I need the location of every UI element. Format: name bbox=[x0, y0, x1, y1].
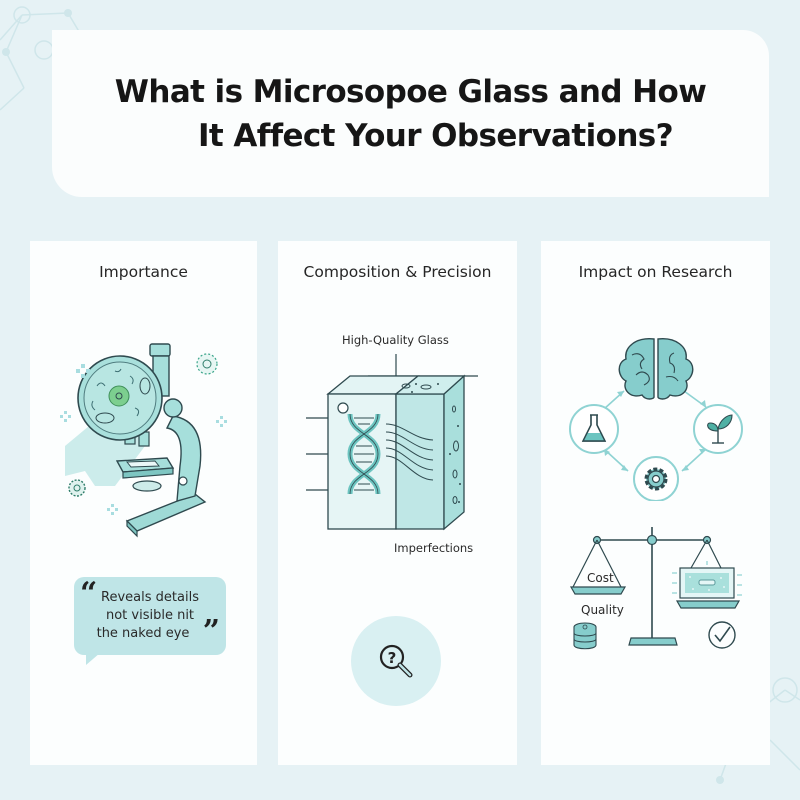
imperfections-label: Imperfections bbox=[394, 541, 474, 555]
quote-line-3: the naked eye bbox=[96, 626, 190, 641]
balance-scale-icon bbox=[569, 527, 742, 650]
brain-icon bbox=[618, 338, 694, 400]
impact-title: Impact on Research bbox=[578, 263, 733, 281]
magnifier-question-icon: ? bbox=[351, 616, 441, 706]
open-quote-icon: “ bbox=[80, 576, 98, 611]
quote-bubble: “ Reveals details not visible nit the na… bbox=[74, 577, 226, 655]
quote-line-2: not visible nit bbox=[105, 608, 195, 623]
checkmark-icon bbox=[708, 621, 736, 649]
plant-icon bbox=[707, 414, 733, 444]
page-title-line-2: It Affect Your Observations? bbox=[197, 117, 674, 154]
flask-icon bbox=[581, 414, 607, 442]
high-quality-glass-label: High-Quality Glass bbox=[342, 333, 449, 347]
cost-label: Cost bbox=[587, 571, 614, 585]
research-cycle-diagram bbox=[569, 338, 743, 501]
microscope-icon bbox=[60, 343, 227, 538]
magnifier-icon: ? bbox=[379, 644, 413, 678]
composition-card: Composition & Precision High-Quality Gla… bbox=[278, 241, 517, 765]
question-mark-glyph: ? bbox=[388, 649, 397, 667]
quote-bubble-tail bbox=[86, 653, 100, 665]
composition-title: Composition & Precision bbox=[303, 263, 492, 281]
flask-node bbox=[569, 404, 619, 454]
quality-label: Quality bbox=[581, 603, 624, 617]
quote-line-1: Reveals details bbox=[101, 590, 199, 605]
close-quote-icon: ” bbox=[202, 614, 220, 649]
page-title-line-1: What is Microsopoe Glass and How bbox=[114, 73, 707, 110]
title-card: What is Microsopoe Glass and How It Affe… bbox=[52, 30, 769, 197]
coin-stack-icon bbox=[573, 622, 597, 650]
importance-card: Importance bbox=[30, 241, 257, 765]
quote-text: Reveals details not visible nit the nake… bbox=[74, 589, 226, 643]
impact-card: Impact on Research bbox=[541, 241, 770, 765]
glass-block-diagram bbox=[306, 354, 478, 531]
importance-title: Importance bbox=[99, 263, 188, 281]
gear-icon bbox=[644, 467, 668, 491]
